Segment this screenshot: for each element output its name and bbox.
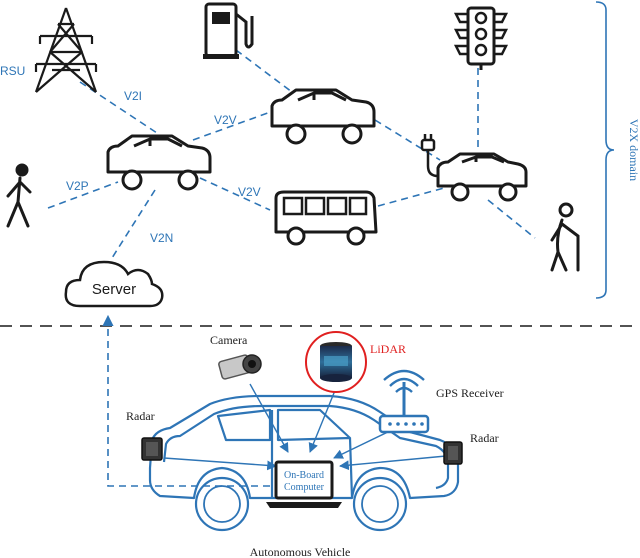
traffic-light-icon (453, 6, 509, 70)
router-icon (378, 369, 430, 434)
v2x-domain-brace (595, 1, 615, 299)
v2p-label: V2P (66, 179, 89, 193)
fuel-pump-icon (203, 2, 254, 59)
transmission-tower-icon (34, 7, 98, 93)
sensor-arrows (163, 383, 447, 471)
pedestrian-icon (6, 163, 32, 228)
rsu-label: RSU (0, 64, 25, 78)
electric-car-icon (420, 134, 528, 202)
obc-label-line1: On-Board (284, 470, 324, 481)
radar-left-label: Radar (126, 409, 155, 423)
camera-label: Camera (210, 333, 248, 347)
server-label: Server (92, 281, 136, 298)
bus-icon (274, 190, 378, 246)
ego-car-icon (106, 134, 212, 191)
server-vehicle-link (102, 314, 270, 487)
gps-label: GPS Receiver (436, 386, 504, 400)
radar-icon-right (443, 441, 463, 465)
radar-right-label: Radar (470, 431, 499, 445)
lidar-label: LiDAR (370, 342, 406, 356)
elderly-pedestrian-icon (550, 202, 580, 272)
car-icon (270, 88, 376, 145)
v2v-label-top: V2V (214, 113, 237, 127)
v2v-label-bottom: V2V (238, 185, 261, 199)
v2x-domain-label: V2X domain (627, 119, 640, 181)
lidar-icon (305, 331, 367, 393)
server-cloud-icon (64, 260, 164, 308)
v2n-label: V2N (150, 231, 173, 245)
autonomous-vehicle-outline (148, 394, 460, 532)
vehicle-caption: Autonomous Vehicle (250, 545, 351, 558)
radar-icon-left (141, 437, 163, 461)
obc-label-line2: Computer (284, 482, 325, 493)
laptop-icon (266, 460, 342, 508)
v2i-label: V2I (124, 89, 142, 103)
camera-icon (218, 354, 262, 380)
